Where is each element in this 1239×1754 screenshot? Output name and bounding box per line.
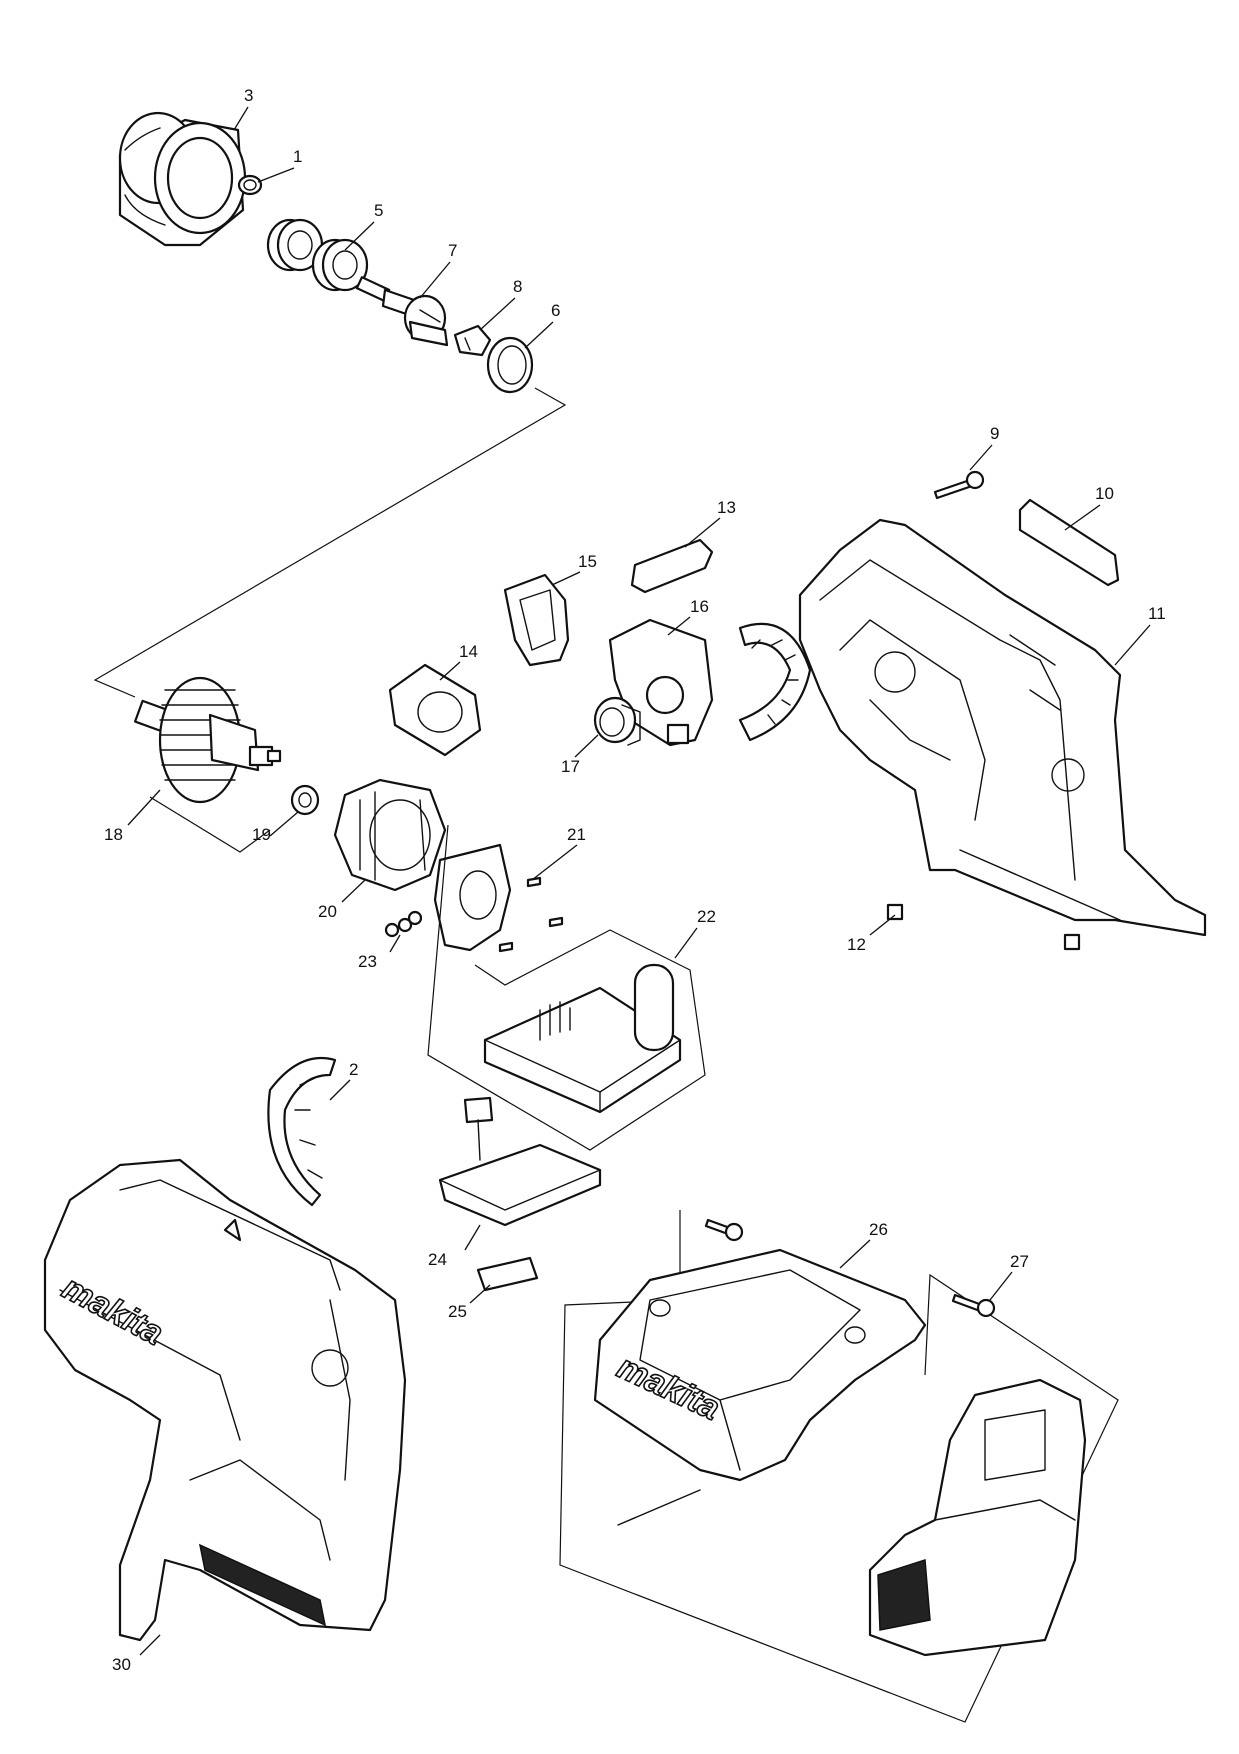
part-30-tool-body xyxy=(43,1158,407,1642)
part-26-screw xyxy=(704,1218,744,1242)
part-18-rotor xyxy=(133,676,282,804)
callout-15: 15 xyxy=(578,552,597,571)
part-23-screws xyxy=(384,910,423,938)
callout-2: 2 xyxy=(349,1060,358,1079)
callout-26: 26 xyxy=(869,1220,888,1239)
battery-pack xyxy=(868,1378,1087,1657)
part-3-flange xyxy=(118,111,247,247)
callout-labels: 3 1 5 7 8 6 9 10 11 12 13 14 15 16 17 18… xyxy=(104,86,1166,1674)
callout-13: 13 xyxy=(717,498,736,517)
part-22-controller xyxy=(483,963,682,1114)
callout-1: 1 xyxy=(293,147,302,166)
part-5-bearings xyxy=(266,218,369,292)
part-6-ring xyxy=(486,336,534,394)
callout-14: 14 xyxy=(459,642,478,661)
callout-18: 18 xyxy=(104,825,123,844)
callout-27: 27 xyxy=(1010,1252,1029,1271)
part-17-knob xyxy=(593,696,641,746)
part-14-button xyxy=(388,663,482,757)
callout-23: 23 xyxy=(358,952,377,971)
part-7-spindle xyxy=(355,276,449,347)
part-1-ring xyxy=(237,174,263,196)
callout-25: 25 xyxy=(448,1302,467,1321)
callout-24: 24 xyxy=(428,1250,447,1269)
callout-30: 30 xyxy=(112,1655,131,1674)
callout-11: 11 xyxy=(1148,604,1166,623)
callout-5: 5 xyxy=(374,201,383,220)
part-10-nameplate xyxy=(1018,498,1120,587)
pin xyxy=(617,1489,701,1526)
part-2-guide xyxy=(267,1056,337,1207)
part-21-sensor-plate xyxy=(433,843,564,953)
callout-12: 12 xyxy=(847,935,866,954)
part-20-stator xyxy=(333,778,447,892)
part-24-board xyxy=(438,1096,602,1227)
part-16-switch xyxy=(608,618,714,747)
callout-16: 16 xyxy=(690,597,709,616)
part-12-nut xyxy=(886,903,1081,951)
callout-17: 17 xyxy=(561,757,580,776)
wire-guide xyxy=(738,622,812,742)
part-25-label xyxy=(476,1256,539,1292)
part-13-lever xyxy=(630,538,714,594)
callout-19: 19 xyxy=(252,825,271,844)
part-19-bearing xyxy=(290,784,320,816)
part-9-screw xyxy=(933,470,985,500)
callout-21: 21 xyxy=(567,825,586,844)
part-26-cover xyxy=(593,1248,927,1482)
part-27-screw xyxy=(951,1293,996,1318)
leader-lines xyxy=(127,106,1151,1656)
callout-10: 10 xyxy=(1095,484,1114,503)
callout-9: 9 xyxy=(990,424,999,443)
callout-22: 22 xyxy=(697,907,716,926)
callout-3: 3 xyxy=(244,86,253,105)
callout-8: 8 xyxy=(513,277,522,296)
callout-6: 6 xyxy=(551,301,560,320)
part-11-housing xyxy=(798,518,1207,937)
part-15-trigger-cover xyxy=(503,573,570,667)
callout-7: 7 xyxy=(448,241,457,260)
part-8-cam xyxy=(453,324,492,357)
callout-20: 20 xyxy=(318,902,337,921)
